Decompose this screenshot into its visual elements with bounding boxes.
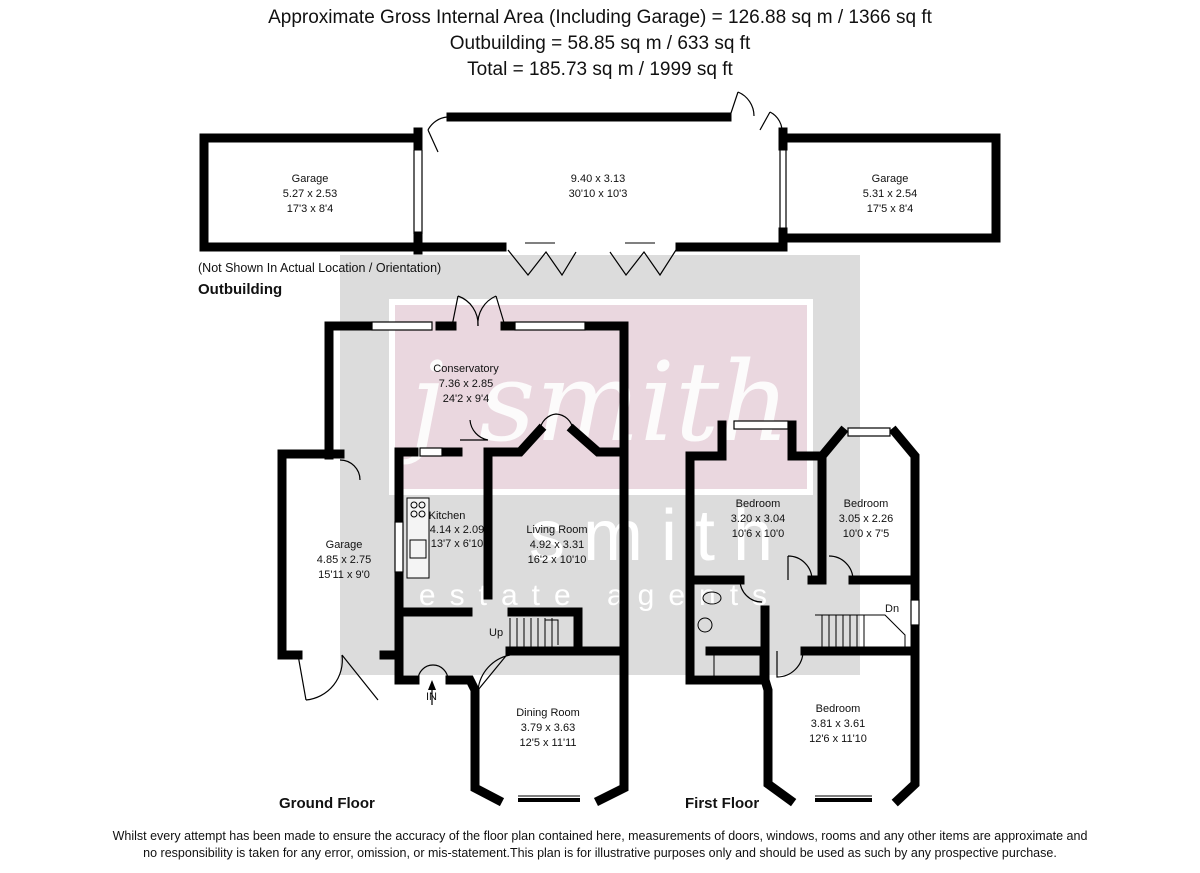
- kitchen-imperial: 13'7 x 6'10: [431, 538, 484, 550]
- watermark-frame: [389, 299, 813, 495]
- first-floor-plan: [685, 420, 920, 807]
- ground-garage-name: Garage: [326, 539, 363, 551]
- ground-stairs-label: Up: [489, 627, 503, 639]
- conservatory-metric: 7.36 x 2.85: [439, 378, 493, 390]
- area-heading-line-1: Approximate Gross Internal Area (Includi…: [268, 7, 932, 28]
- outbuilding-label: Outbuilding: [198, 281, 282, 298]
- ground-garage-metric: 4.85 x 2.75: [317, 554, 371, 566]
- bedroom-1-metric: 3.20 x 3.04: [731, 513, 785, 525]
- outbuilding-labels: Garage 5.27 x 2.53 17'3 x 8'4 9.40 x 3.1…: [198, 173, 917, 298]
- outbuilding-plan: [199, 91, 1001, 277]
- dining-room-metric: 3.79 x 3.63: [521, 722, 575, 734]
- bedroom-3-metric: 3.81 x 3.61: [811, 718, 865, 730]
- bedroom-2-metric: 3.05 x 2.26: [839, 513, 893, 525]
- ground-garage-imperial: 15'11 x 9'0: [318, 569, 370, 581]
- living-room-imperial: 16'2 x 10'10: [528, 554, 587, 566]
- outbuilding-garage-right-metric: 5.31 x 2.54: [863, 188, 917, 200]
- first-stairs-label: Dn: [885, 603, 899, 615]
- ground-floor-label: Ground Floor: [279, 795, 375, 812]
- ground-floor-labels: Conservatory 7.36 x 2.85 24'2 x 9'4 Kitc…: [279, 363, 588, 812]
- dining-room-name: Dining Room: [516, 707, 580, 719]
- outbuilding-right-garage-walls: [778, 133, 1001, 243]
- bedroom-2-imperial: 10'0 x 7'5: [843, 528, 889, 540]
- bedroom-1-name: Bedroom: [736, 498, 781, 510]
- watermark-word: smith: [529, 496, 791, 576]
- conservatory-name: Conservatory: [433, 363, 499, 375]
- area-heading-line-2: Outbuilding = 58.85 sq m / 633 sq ft: [449, 33, 751, 54]
- outbuilding-garage-right-name: Garage: [872, 173, 909, 185]
- outbuilding-left-garage-walls: [199, 133, 415, 252]
- living-room-name: Living Room: [526, 524, 587, 536]
- bedroom-3-name: Bedroom: [816, 703, 861, 715]
- disclaimer-line-2: no responsibility is taken for any error…: [143, 846, 1057, 860]
- outbuilding-garage-right-imperial: 17'5 x 8'4: [867, 203, 913, 215]
- outbuilding-main-room-metric: 9.40 x 3.13: [571, 173, 625, 185]
- outbuilding-garage-left-name: Garage: [292, 173, 329, 185]
- dining-room-imperial: 12'5 x 11'11: [519, 737, 576, 749]
- living-room-metric: 4.92 x 3.31: [530, 539, 584, 551]
- outbuilding-garage-left-imperial: 17'3 x 8'4: [287, 203, 333, 215]
- watermark-pink-panel: [392, 302, 810, 492]
- bedroom-1-imperial: 10'6 x 10'0: [732, 528, 785, 540]
- bedroom-2-name: Bedroom: [844, 498, 889, 510]
- outbuilding-location-note: (Not Shown In Actual Location / Orientat…: [198, 261, 441, 275]
- outbuilding-garage-left-metric: 5.27 x 2.53: [283, 188, 337, 200]
- conservatory-imperial: 24'2 x 9'4: [443, 393, 489, 405]
- outbuilding-main-room-imperial: 30'10 x 10'3: [569, 188, 628, 200]
- disclaimer-line-1: Whilst every attempt has been made to en…: [112, 829, 1088, 843]
- area-heading-line-3: Total = 185.73 sq m / 1999 sq ft: [467, 59, 733, 80]
- disclaimer: Whilst every attempt has been made to en…: [30, 828, 1170, 862]
- entrance-label: IN: [426, 691, 437, 703]
- first-floor-label: First Floor: [685, 795, 759, 812]
- kitchen-name: Kitchen: [429, 510, 466, 522]
- bedroom-3-imperial: 12'6 x 11'10: [809, 733, 867, 745]
- first-floor-labels: Bedroom 3.20 x 3.04 10'6 x 10'0 Bedroom …: [685, 498, 899, 812]
- ground-floor-plan: [277, 295, 629, 807]
- kitchen-metric: 4.14 x 2.09: [430, 524, 484, 536]
